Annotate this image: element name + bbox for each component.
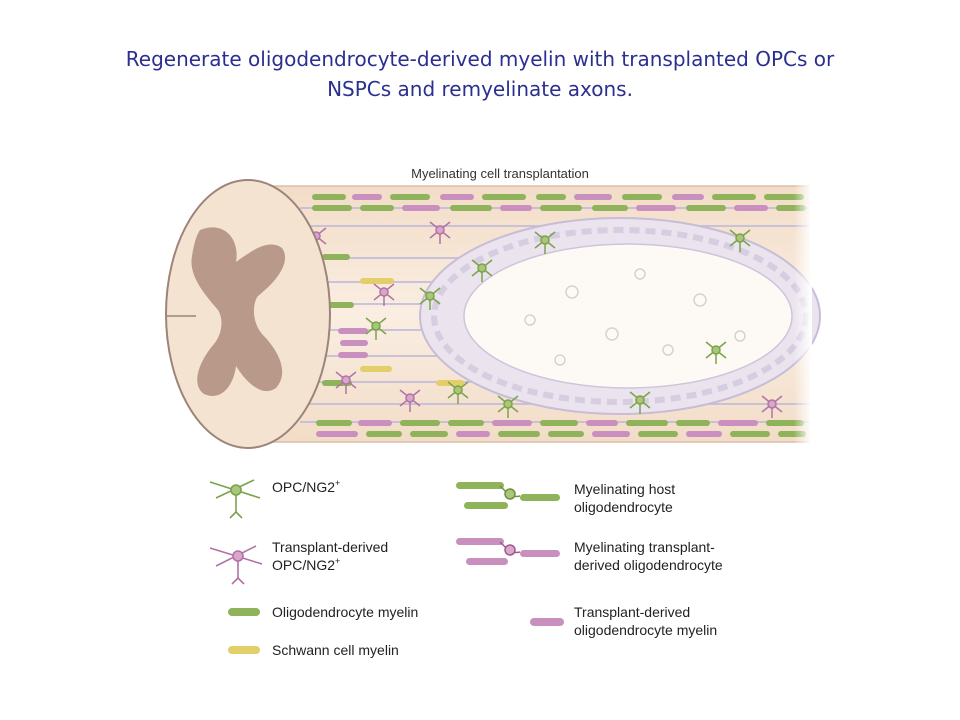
legend-transplant-opc-sup: + <box>335 556 340 566</box>
figure-label: Myelinating cell transplantation <box>411 166 589 181</box>
legend-opc-sup: + <box>335 478 340 488</box>
legend-transplant-myelin-line-1: Transplant-derived <box>574 604 690 620</box>
legend-transplant-opc-line-2: OPC/NG2 <box>272 557 335 573</box>
slide-title: Regenerate oligodendrocyte-derived myeli… <box>80 44 880 104</box>
legend-schwann-myelin-swatch <box>228 646 260 654</box>
right-fade <box>720 180 812 448</box>
legend-host-olig-line-1: Myelinating host <box>574 481 675 497</box>
legend-olig-myelin-swatch <box>228 608 260 616</box>
legend-host-oligodendrocyte-icon <box>456 482 560 509</box>
legend-transplant-opc-line-1: Transplant-derived <box>272 539 388 555</box>
spinal-cord-cross-section <box>165 179 331 449</box>
legend-transplant-opc-icon <box>209 545 263 585</box>
legend-schwann-myelin-label: Schwann cell myelin <box>272 642 399 658</box>
cavity-cells <box>524 268 746 366</box>
slide-title-line-2: NSPCs and remyelinate axons. <box>327 77 633 101</box>
legend-transplant-olig-line-2: derived oligodendrocyte <box>574 557 723 573</box>
legend-transplant-olig-line-1: Myelinating transplant- <box>574 539 715 555</box>
legend-opc-icon <box>209 479 261 519</box>
legend-olig-myelin-label: Oligodendrocyte myelin <box>272 604 418 620</box>
slide-title-line-1: Regenerate oligodendrocyte-derived myeli… <box>125 47 835 71</box>
legend-transplant-oligodendrocyte-icon <box>456 538 560 565</box>
legend-host-olig-line-2: oligodendrocyte <box>574 499 673 515</box>
svg-text:OPC/NG2+: OPC/NG2+ <box>272 478 340 495</box>
legend-transplant-myelin-swatch <box>530 618 564 626</box>
legend-opc-label: OPC/NG2 <box>272 479 335 495</box>
svg-text:OPC/NG2+: OPC/NG2+ <box>272 556 340 573</box>
legend-transplant-myelin-line-2: oligodendrocyte myelin <box>574 622 717 638</box>
